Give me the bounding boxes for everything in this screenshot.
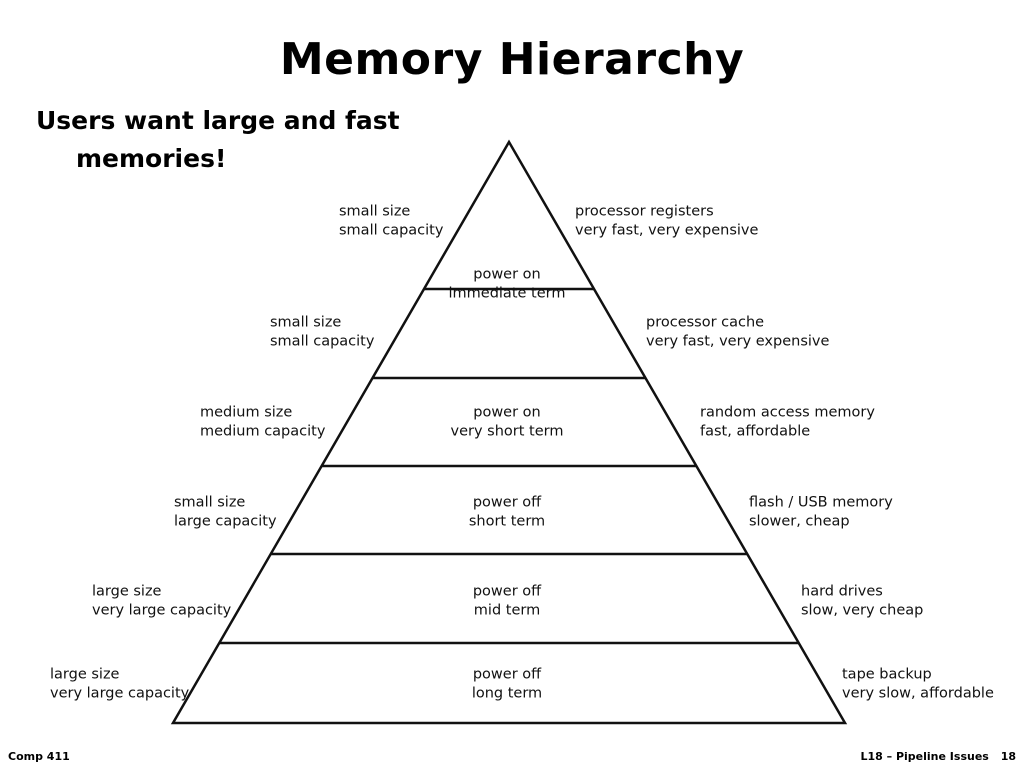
pyramid-shapes — [170, 139, 848, 725]
footer-lecture: L18 – Pipeline Issues — [860, 750, 989, 763]
bullet-line-2: memories! — [76, 144, 227, 173]
bullet-line-1: Users want large and fast — [36, 106, 400, 135]
bullet-text: Users want large and fast memories! — [36, 102, 436, 178]
slide-title: Memory Hierarchy — [279, 34, 745, 85]
footer-page-number: 18 — [1000, 750, 1016, 763]
footer-right: L18 – Pipeline Issues 18 — [853, 750, 1017, 763]
pyramid-outline — [170, 139, 848, 725]
footer-course: Comp 411 — [8, 750, 70, 763]
